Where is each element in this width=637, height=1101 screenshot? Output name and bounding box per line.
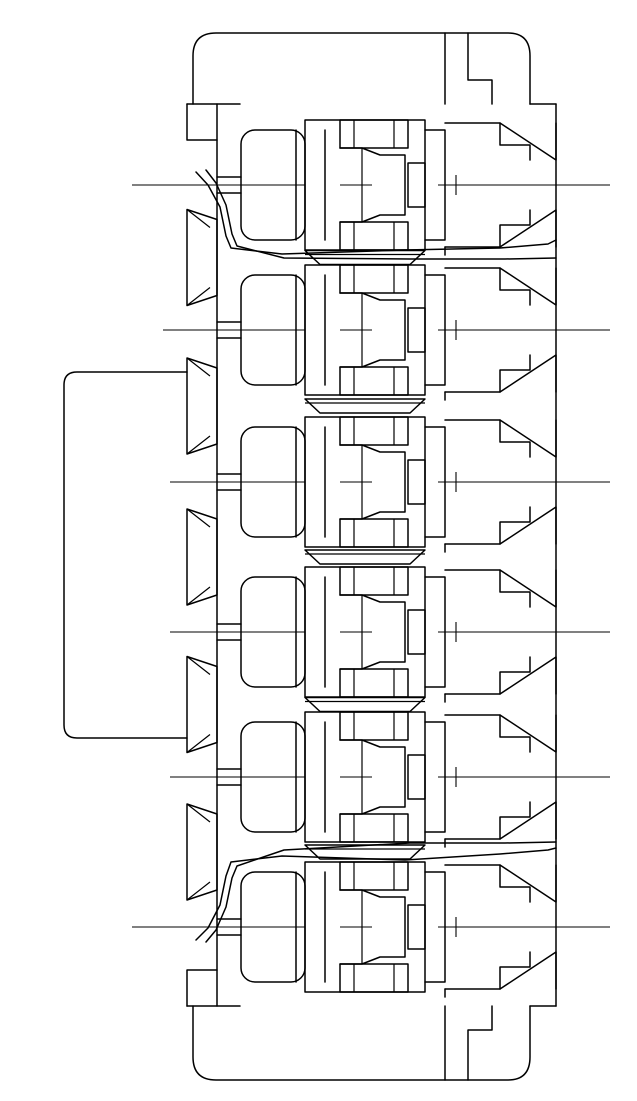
right-wedge-step-lower <box>499 209 531 248</box>
cavity-separator-2 <box>304 398 426 414</box>
junction-nub <box>216 473 242 491</box>
latch-block <box>407 754 426 800</box>
housing-top-cap <box>192 32 531 105</box>
right-wedge-upper-3 <box>444 419 557 458</box>
wire-top <box>195 169 557 260</box>
left-wedge-2 <box>186 357 218 455</box>
right-wedge-upper-5 <box>444 714 557 753</box>
upper-contact-tab <box>339 566 409 596</box>
contact-spring <box>339 292 406 368</box>
housing-left-rail <box>186 103 241 1007</box>
right-wedge-step-upper <box>499 267 531 306</box>
latch-block <box>407 162 426 208</box>
housing-right-rail <box>529 103 557 1007</box>
left-wedge-bevel <box>186 209 211 306</box>
contact-spring <box>339 739 406 815</box>
housing-bottom-cap <box>192 1005 531 1081</box>
right-wedge-lower-6 <box>444 951 557 990</box>
right-wedge-step-lower <box>499 354 531 393</box>
right-wedge-step-upper <box>499 122 531 161</box>
left-wedge-4 <box>186 655 218 754</box>
right-wedge-step-lower <box>499 801 531 840</box>
right-wedge-lower-3 <box>444 506 557 545</box>
left-wedge-1 <box>186 208 218 307</box>
upper-contact-tab <box>339 264 409 294</box>
right-wedge-step-lower <box>499 656 531 695</box>
lower-contact-tab <box>339 668 409 698</box>
contact-spring <box>339 889 406 965</box>
latch-block <box>407 459 426 505</box>
cavity-separator-3 <box>304 549 426 565</box>
latch-block <box>407 307 426 353</box>
cavity-separators <box>304 249 426 860</box>
right-wedge-lower-2 <box>444 354 557 393</box>
upper-contact-tab <box>339 416 409 446</box>
latch-block <box>407 609 426 655</box>
left-latch-wedges <box>186 208 218 901</box>
wire-bottom <box>195 841 557 943</box>
upper-contact-tab <box>339 861 409 891</box>
contact-spring <box>339 147 406 223</box>
right-leader-lines <box>438 175 610 937</box>
right-wedge-upper-2 <box>444 267 557 306</box>
right-wedge-step-upper <box>499 864 531 903</box>
contact-spring <box>339 594 406 670</box>
cavity-separator-4 <box>304 696 426 713</box>
right-wedge-step-lower <box>499 951 531 990</box>
cavity-3 <box>216 416 446 548</box>
lower-contact-tab <box>339 813 409 843</box>
right-latch-wedges <box>444 122 557 998</box>
left-wedge-bevel <box>186 357 211 455</box>
right-wedge-lower-5 <box>444 801 557 840</box>
left-wedge-5 <box>186 803 218 901</box>
right-wedge-step-upper <box>499 569 531 608</box>
right-wedge-step-upper <box>499 419 531 458</box>
lower-contact-tab <box>339 366 409 396</box>
left-wedge-bevel <box>186 803 211 901</box>
right-wedge-upper-6 <box>444 864 557 903</box>
right-wedge-lower-1 <box>444 209 557 248</box>
right-wedge-lower-4 <box>444 656 557 695</box>
left-leader-lines <box>132 184 372 928</box>
bracket-line <box>63 371 188 739</box>
latch-block <box>407 904 426 950</box>
left-wedge-bevel <box>186 656 211 753</box>
contact-spring <box>339 444 406 520</box>
upper-contact-tab <box>339 119 409 149</box>
lower-contact-tab <box>339 963 409 993</box>
junction-nub <box>216 321 242 339</box>
left-wedge-bevel <box>186 508 211 606</box>
lower-contact-tab <box>339 221 409 251</box>
right-wedge-step-upper <box>499 714 531 753</box>
junction-nub <box>216 768 242 786</box>
right-wedge-upper-1 <box>444 122 557 161</box>
lower-contact-tab <box>339 518 409 548</box>
junction-nub <box>216 623 242 641</box>
right-wedge-upper-4 <box>444 569 557 608</box>
upper-contact-tab <box>339 711 409 741</box>
right-wedge-step-lower <box>499 506 531 545</box>
left-wedge-3 <box>186 508 218 606</box>
